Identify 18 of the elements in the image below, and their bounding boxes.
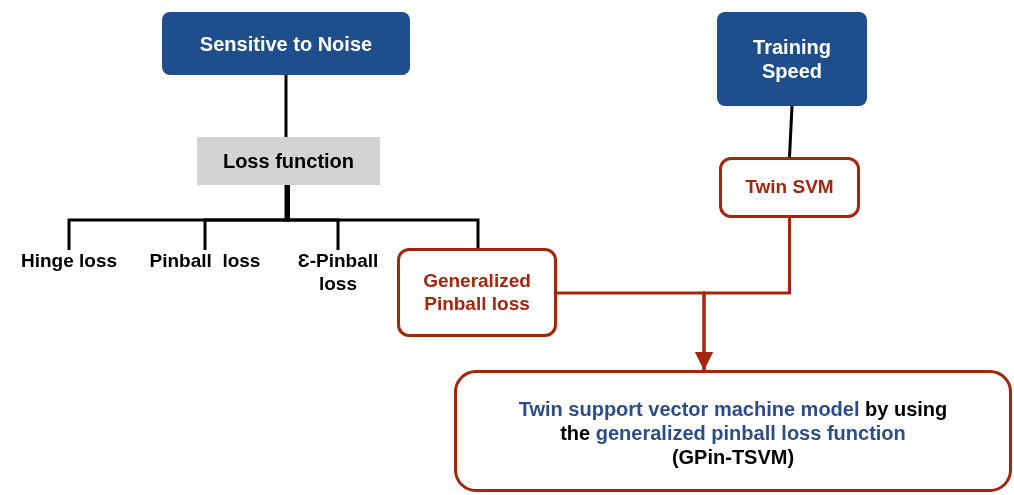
node-text: Generalized Pinball loss — [422, 269, 532, 316]
connector-line — [788, 105, 794, 158]
arrow — [695, 218, 791, 370]
highlight-box — [397, 248, 557, 337]
node-text: Twin support vector machine model by using the generalized pinball loss function — [517, 397, 949, 445]
category-box — [197, 137, 380, 185]
node-text: Training Speed — [752, 35, 832, 83]
loss-label: Pinball loss — [149, 250, 261, 273]
node-text: Twin SVM — [745, 176, 834, 199]
node-text: (GPin-TSVM) — [671, 445, 795, 469]
title-box — [162, 12, 410, 75]
highlight-box — [719, 157, 860, 218]
loss-label: Ɛ-Pinball loss — [296, 250, 380, 296]
result-box — [454, 370, 1012, 492]
node-text: Loss function — [222, 149, 355, 173]
title-box — [717, 12, 867, 106]
loss-label: Hinge loss — [20, 250, 118, 273]
node-text: Sensitive to Noise — [199, 31, 373, 56]
